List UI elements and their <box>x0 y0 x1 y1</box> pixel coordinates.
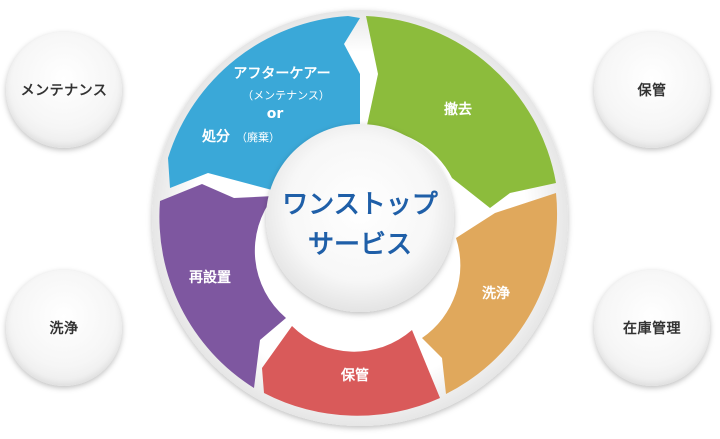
center-title-line2: サービス <box>308 230 412 260</box>
side-circle-label: 在庫管理 <box>623 321 681 337</box>
center-title-line1: ワンストップ <box>282 190 438 220</box>
side-circle-label: 洗浄 <box>49 321 79 337</box>
aftercare-label-line4-sub: （廃棄） <box>236 130 280 144</box>
side-circle-label: メンテナンス <box>20 83 108 99</box>
side-circle-washing: 洗浄 <box>6 270 122 386</box>
segment-aftercare <box>168 16 360 190</box>
aftercare-label-line2: （メンテナンス） <box>242 89 330 102</box>
side-circle-storage: 保管 <box>594 32 710 148</box>
removal-label: 撤去 <box>444 101 472 118</box>
segment-washing <box>422 193 558 394</box>
center-circle <box>266 124 454 312</box>
segment-reinstall <box>159 184 286 388</box>
storage-label: 保管 <box>340 367 369 384</box>
aftercare-label-line3: or <box>267 106 284 122</box>
segment-storage <box>262 326 440 416</box>
reinstall-label: 再設置 <box>189 269 231 286</box>
segment-removal <box>366 16 556 208</box>
side-circle-maintenance: メンテナンス <box>6 32 122 148</box>
aftercare-label-line1: アフターケアー <box>233 66 330 82</box>
side-circle-label: 保管 <box>637 83 667 99</box>
aftercare-label-line4-main: 処分 <box>201 128 230 145</box>
washing-label: 洗浄 <box>482 285 510 302</box>
side-circle-inventory: 在庫管理 <box>594 270 710 386</box>
service-cycle: ワンストップ サービス アフターケアー （メンテナンス） or 処分 （廃棄） … <box>152 10 568 426</box>
